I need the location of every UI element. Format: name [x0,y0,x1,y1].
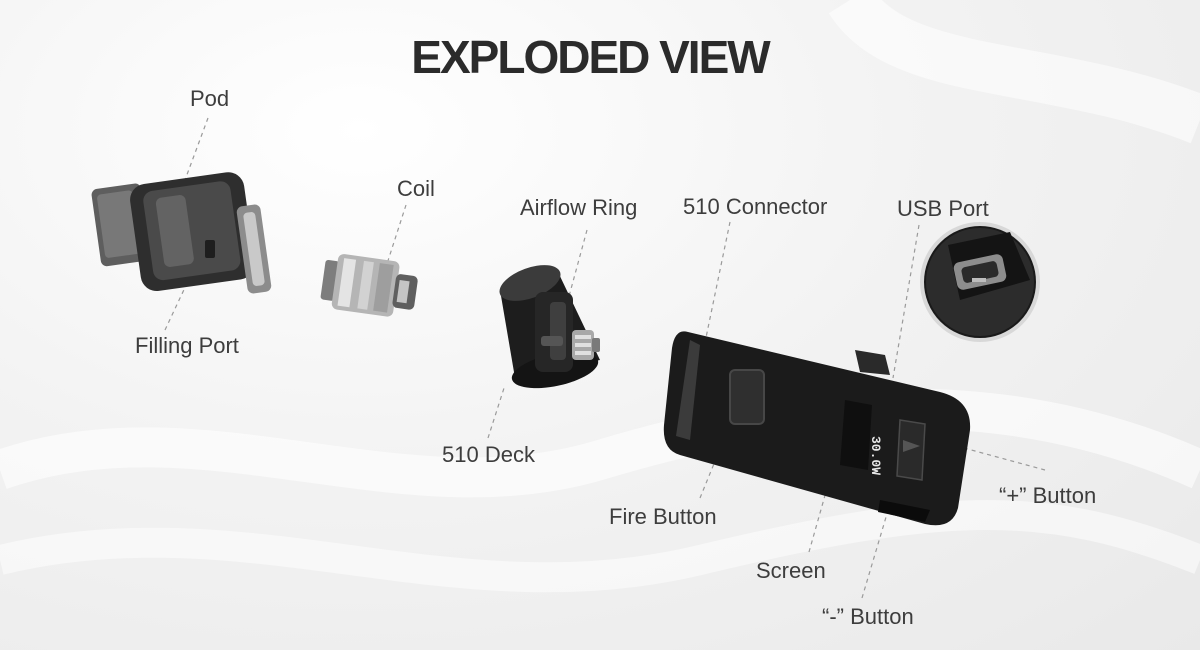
page-title: EXPLODED VIEW [411,31,770,83]
label-510-connector: 510 Connector [683,194,828,219]
label-airflow-ring: Airflow Ring [520,195,638,220]
label-screen: Screen [756,558,826,583]
label-510-deck: 510 Deck [442,442,535,467]
label-plus-button: “+” Button [999,483,1097,508]
screen-readout: 30.0W [868,436,883,475]
label-pod: Pod [190,86,230,111]
label-fire-button: Fire Button [609,504,717,529]
label-coil: Coil [397,176,435,201]
label-usb-port: USB Port [897,196,989,221]
label-minus-button: “-” Button [822,604,914,629]
label-filling-port: Filling Port [135,333,239,358]
